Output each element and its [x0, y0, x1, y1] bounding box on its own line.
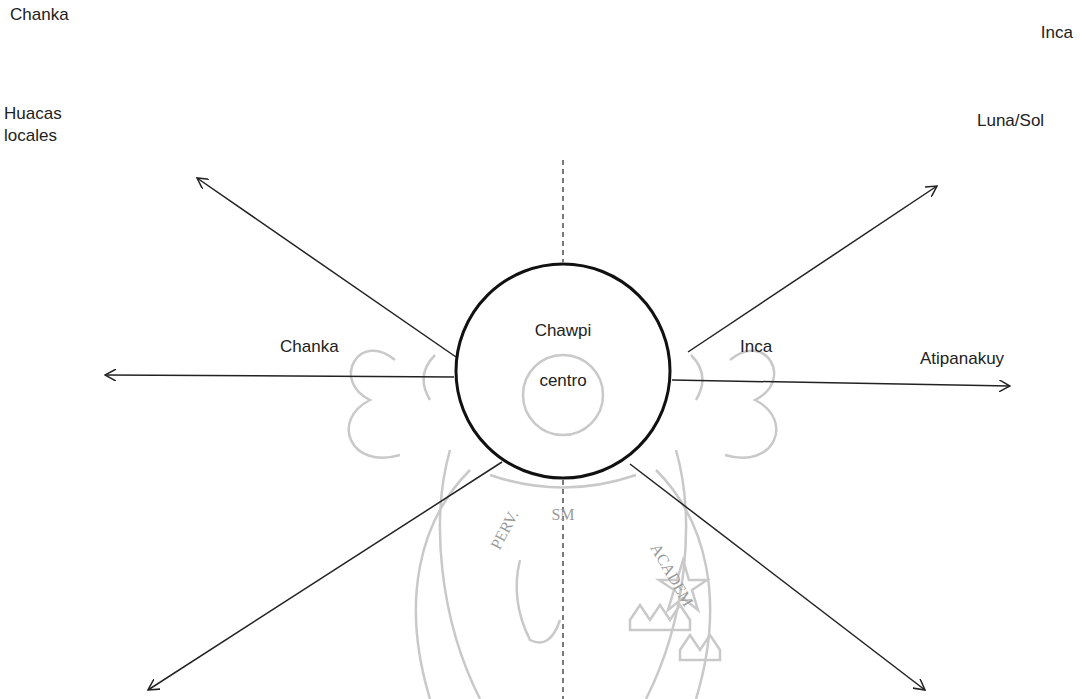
arrow: [688, 186, 937, 352]
side-label: Inca: [740, 336, 772, 358]
axis-line: [562, 160, 563, 262]
arrow: [630, 464, 925, 690]
group-label: Inca: [1041, 22, 1073, 44]
arrow: [148, 462, 502, 690]
arrow: [105, 375, 454, 377]
watermark: PERV.: [486, 506, 525, 553]
watermark: SM: [551, 504, 574, 526]
center-text: Chawpi centro: [523, 306, 603, 406]
arrow: [672, 380, 1010, 386]
side-label: Chanka: [280, 336, 339, 358]
arrow-label: Atipanakuy: [920, 348, 1004, 370]
center-circle: Chawpi centro: [454, 262, 672, 480]
arrow-label: Luna/Sol: [977, 110, 1044, 132]
group-label: Chanka: [10, 4, 69, 26]
arrow-label: Huacas locales: [4, 103, 74, 147]
arrow: [197, 178, 456, 357]
